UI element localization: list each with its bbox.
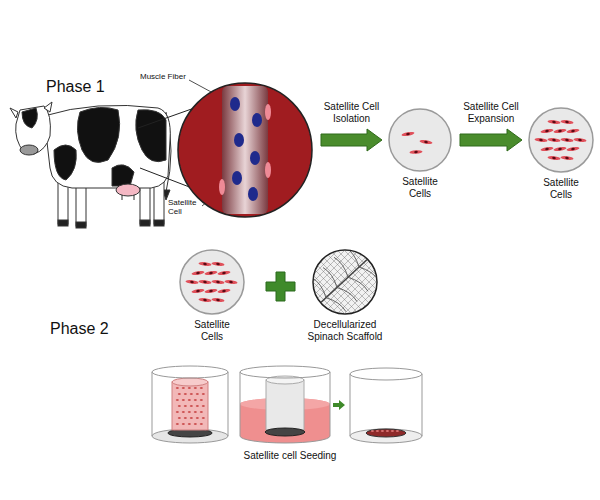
magnified-muscle-fiber: Muscle FiberSatellite Cell xyxy=(177,82,313,218)
node-label: Decellularized Spinach Scaffold xyxy=(303,319,387,342)
cell-dish: Satellite Cells xyxy=(388,108,452,172)
plus-symbol xyxy=(266,272,295,301)
scaffold-dish: Decellularized Spinach Scaffold xyxy=(312,249,378,315)
process-arrow xyxy=(460,129,522,151)
circle-outline xyxy=(312,249,378,315)
culture-dish xyxy=(240,366,330,443)
arrow-label: Satellite Cell Isolation xyxy=(314,101,390,124)
node-label: Satellite Cells xyxy=(533,177,589,200)
phase-heading: Phase 2 xyxy=(50,320,109,338)
arrow-label: Satellite Cell Expansion xyxy=(453,101,529,124)
circle-outline xyxy=(177,82,313,218)
phase-heading: Phase 1 xyxy=(46,78,105,96)
circle-outline xyxy=(528,107,594,173)
cell-dish: Satellite Cells xyxy=(528,107,594,173)
step-arrow xyxy=(333,400,345,410)
circle-outline xyxy=(179,249,245,315)
culture-dish xyxy=(152,366,228,443)
process-arrow xyxy=(321,129,382,151)
node-label: Muscle Fiber xyxy=(140,73,190,82)
node-label: Satellite Cell xyxy=(168,199,202,217)
cell-dish: Satellite Cells xyxy=(179,249,245,315)
culture-dish xyxy=(350,368,422,443)
circle-outline xyxy=(388,108,452,172)
cow-illustration xyxy=(10,102,171,228)
node-label: Satellite Cells xyxy=(184,319,240,342)
node-label: Satellite Cells xyxy=(392,176,448,199)
step-label: Satellite cell Seeding xyxy=(244,450,337,461)
